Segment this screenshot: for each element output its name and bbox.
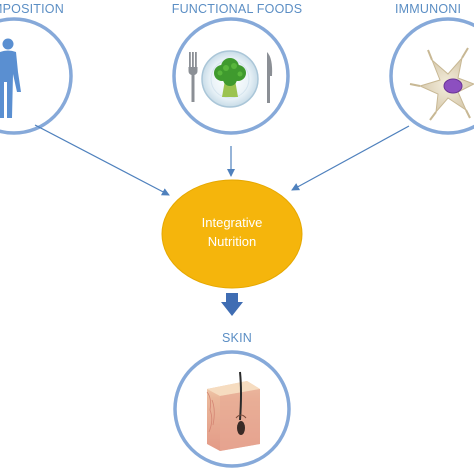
center-line-1: Integrative [201,215,263,230]
down-arrow [221,293,243,316]
plate-with-broccoli-icon [188,50,273,108]
integrative-nutrition-text: Integrative Nutrition [162,213,302,251]
skin-label: SKIN [222,331,252,345]
human-body-icon [0,38,21,118]
composition-node [0,17,73,135]
composition-label: MPOSITION [0,2,64,16]
immunonutrition-label: IMMUNONI [395,2,462,16]
arrow-right-to-center [291,125,410,191]
immunonutrition-node [389,17,474,135]
immune-cell-icon [409,47,474,121]
arrow-left-to-center [34,124,170,196]
functional-foods-node [172,17,290,135]
functional-foods-label: FUNCTIONAL FOODS [171,2,303,16]
skin-hair-follicle-icon [206,371,260,451]
skin-node [173,350,291,468]
center-line-2: Nutrition [207,234,257,249]
integrative-nutrition-node [161,179,303,289]
